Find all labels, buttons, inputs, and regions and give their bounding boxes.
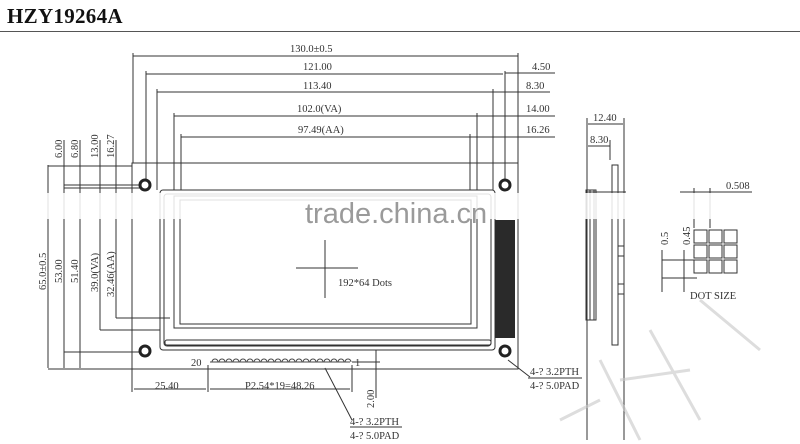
dim-top-offset-3: 13.00 <box>90 134 101 158</box>
dim-right-offset-3: 14.00 <box>526 104 550 115</box>
dim-active-area-height: 32.46(AA) <box>106 251 117 297</box>
pin-row <box>210 358 352 363</box>
dim-pin-height: 2.00 <box>366 390 377 408</box>
dim-pin-pitch: P2.54*19=48.26 <box>245 381 315 392</box>
hole-note-line1: 4-? 3.2PTH <box>530 367 579 378</box>
pin-last-label: 1 <box>355 358 360 369</box>
dim-viewing-area-height: 39.0(VA) <box>90 252 101 292</box>
dim-active-area-width: 97.49(AA) <box>298 125 344 136</box>
dim-viewing-area-width: 102.0(VA) <box>297 104 342 115</box>
dim-right-offset-4: 16.26 <box>526 125 550 136</box>
dot-grid <box>693 229 738 274</box>
pin-first-label: 20 <box>191 358 202 369</box>
title-underline <box>0 31 800 32</box>
dim-dot-size-v: 0.45 <box>682 227 693 245</box>
watermark: trade.china.cn <box>305 198 487 230</box>
dim-overall-width: 130.0±0.5 <box>290 44 333 55</box>
dim-right-offset-1: 4.50 <box>532 62 550 73</box>
dim-bezel-height: 51.40 <box>70 259 81 283</box>
dim-right-offset-2: 8.30 <box>526 81 544 92</box>
dim-overall-height: 65.0±0.5 <box>38 253 49 290</box>
mounting-holes <box>138 178 512 358</box>
dim-total-thickness: 12.40 <box>593 113 617 124</box>
pin-note-line2: 4-? 5.0PAD <box>350 431 400 442</box>
dim-top-offset-2: 6.80 <box>70 140 81 158</box>
dim-pin-offset: 25.40 <box>155 381 179 392</box>
dim-bezel-width: 113.40 <box>303 81 332 92</box>
dim-dot-pitch: 0.508 <box>726 181 750 192</box>
pin-note-line1: 4-? 3.2PTH <box>350 417 399 428</box>
dim-top-offset-4: 16.27 <box>106 134 117 158</box>
dim-top-offset-1: 6.00 <box>54 140 65 158</box>
dim-module-thickness: 8.30 <box>590 135 608 146</box>
hatch-connector <box>495 220 515 338</box>
dim-pcb-holes-height: 53.00 <box>54 259 65 283</box>
resolution-label: 192*64 Dots <box>338 278 392 289</box>
hole-note-line2: 4-? 5.0PAD <box>530 381 580 392</box>
watermark-strokes <box>559 298 761 441</box>
drawing-title: HZY19264A <box>7 4 123 28</box>
dot-size-label: DOT SIZE <box>690 291 736 302</box>
dim-dot-pitch-v: 0.5 <box>660 232 671 245</box>
dim-pcb-holes-width: 121.00 <box>303 62 332 73</box>
